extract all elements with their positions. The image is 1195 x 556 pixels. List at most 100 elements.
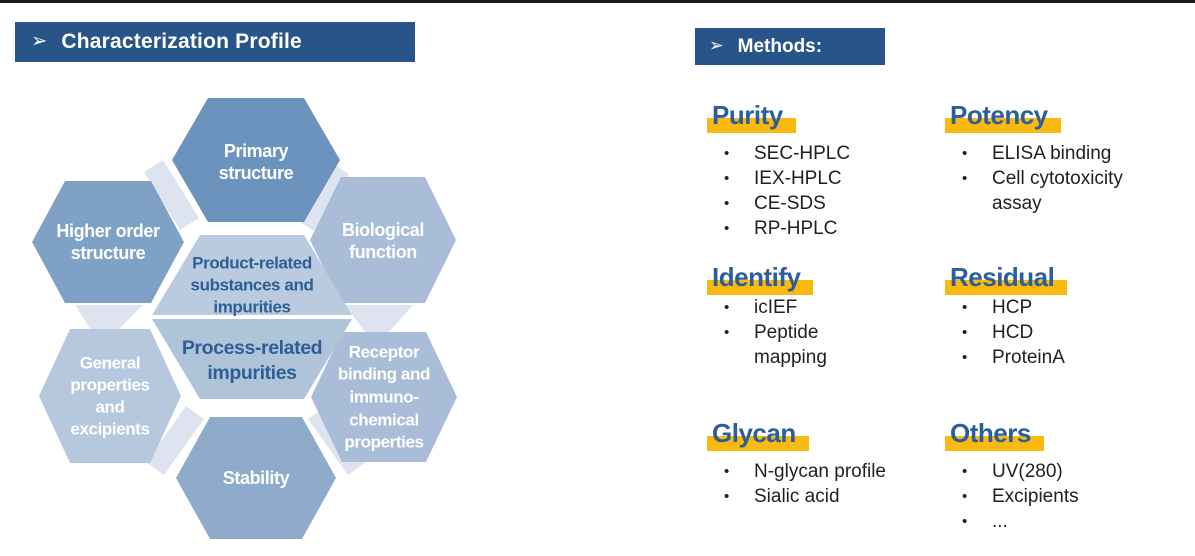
hexagon-label-line: structure (219, 163, 294, 183)
method-item: • Cell cytotoxicity assay (950, 166, 1180, 216)
right-header-title: Methods: (737, 35, 823, 57)
method-item: • N-glycan profile (712, 459, 942, 484)
background-hex-fragment (75, 305, 143, 332)
section-item-list: • HCP • HCD•ProteinA (950, 295, 1180, 370)
bullet-icon: • (962, 145, 968, 162)
methods-section-residual: Residual•HCP•HCD•ProteinA (944, 262, 1180, 370)
method-item-label: Peptide mapping (754, 322, 827, 368)
method-item-label: Excipients (992, 486, 1079, 507)
hexagon-primary-structure (172, 98, 340, 222)
section-item-list: • icIEF • Peptide mapping (712, 295, 942, 370)
methods-section-potency: Potency • ELISA binding • Cell cytotoxicity … (945, 100, 1180, 216)
hexagon-label-line: binding and (338, 365, 430, 384)
hexagon-label-line: General (80, 354, 141, 373)
method-item: • Peptide mapping (712, 320, 942, 370)
hexagon-label-line: chemical (349, 411, 419, 430)
method-item: • IEX-HPLC (712, 166, 942, 191)
section-title: Identify (706, 262, 814, 295)
methods-section-purity: Purity • SEC-HPLC • IEX-HPLC • CE-SDS • RP-HPLC (707, 100, 942, 241)
hexagon-label-line: excipients (70, 420, 149, 439)
method-item: • HCP (950, 295, 1180, 320)
methods-section-identify: Identify • icIEF • Peptide mapping (706, 262, 942, 370)
bullet-icon: • (724, 488, 730, 505)
section-title: Others (945, 418, 1044, 451)
hexagon-label-line: Higher order (56, 221, 160, 241)
method-item-label: HCD (992, 322, 1034, 343)
method-item: • Sialic acid (712, 484, 942, 509)
center-hexagon-label-line: Process-related (182, 337, 322, 359)
section-item-list: • ELISA binding • Cell cytotoxicity assay (950, 141, 1180, 216)
hexagon-biological-function (310, 177, 456, 303)
hexagon-general-properties (39, 329, 181, 463)
method-item-label: IEX-HPLC (754, 168, 842, 189)
bullet-icon: • (724, 220, 730, 237)
method-item: • CE-SDS (712, 191, 942, 216)
section-item-list: • UV(280) • Excipients•... (950, 459, 1180, 534)
bullet-icon: • (962, 299, 968, 316)
hexagon-label-line: and (95, 398, 124, 417)
bullet-icon: • (724, 170, 730, 187)
center-hexagon-bottom (152, 319, 352, 399)
section-item-list: • SEC-HPLC • IEX-HPLC • CE-SDS • RP-HPLC (712, 141, 942, 241)
hexagon-stability (176, 417, 336, 539)
hexagon-higher-order-structure (32, 181, 184, 303)
section-title: Potency (945, 100, 1061, 133)
method-item: • icIEF (712, 295, 942, 320)
bullet-icon: • (724, 463, 730, 480)
hexagon-label-line: function (349, 242, 417, 262)
section-title: Glycan (707, 418, 809, 451)
method-item-label: Cell cytotoxicity assay (992, 168, 1123, 214)
background-hex-fragment (144, 160, 199, 230)
hexagon-label-line: properties (70, 376, 149, 395)
bullet-icon: • (724, 324, 730, 341)
method-item: • ELISA binding (950, 141, 1180, 166)
bullet-icon: • (724, 145, 730, 162)
center-hexagon-label-line: impurities (213, 298, 290, 317)
bullet-icon: • (962, 324, 968, 341)
background-hex-fragment (146, 406, 204, 475)
hexagon-label-line: immuno- (350, 388, 419, 407)
center-hexagon-top (152, 235, 352, 315)
method-item-label: ELISA binding (992, 143, 1112, 164)
arrow-bullet-icon: ➢ (31, 31, 48, 52)
method-item-label: HCP (992, 297, 1033, 318)
characterization-profile-header: ➢ Characterization Profile (15, 22, 415, 62)
method-item-label: N-glycan profile (754, 461, 886, 482)
method-item-label: Sialic acid (754, 486, 840, 507)
method-item-label: SEC-HPLC (754, 143, 851, 164)
method-item-label: RP-HPLC (754, 218, 838, 239)
section-item-list: • N-glycan profile • Sialic acid (712, 459, 942, 509)
method-item-label: UV(280) (992, 461, 1063, 482)
method-item: •... (950, 509, 1180, 534)
methods-header: ➢ Methods: (695, 28, 885, 65)
background-hex-fragment (345, 305, 413, 332)
methods-section-glycan: Glycan • N-glycan profile • Sialic acid (707, 418, 942, 509)
hexagon-label-line: Receptor (349, 343, 420, 362)
hexagon-receptor-binding (311, 332, 457, 462)
hexagon-label-line: Biological (342, 220, 424, 240)
hexagon-label-line: Stability (223, 468, 290, 488)
hexagon-label-line: structure (71, 243, 146, 263)
method-item: • RP-HPLC (712, 216, 942, 241)
center-hexagon-label-line: impurities (207, 362, 297, 384)
section-title: Purity (707, 100, 796, 133)
bullet-icon: • (962, 463, 968, 480)
method-item: • HCD (950, 320, 1180, 345)
center-hexagon-label-line: substances and (191, 276, 314, 295)
method-item-label: icIEF (754, 297, 798, 318)
bullet-icon: • (962, 170, 968, 187)
hexagon-label-line: properties (344, 433, 423, 452)
bullet-icon: • (724, 299, 730, 316)
methods-section-others: Others • UV(280) • Excipients•... (945, 418, 1180, 534)
method-item-label: ... (992, 511, 1008, 532)
bullet-icon: • (962, 488, 968, 505)
center-hexagon-label-line: Product-related (192, 254, 312, 273)
left-header-title: Characterization Profile (61, 30, 302, 53)
hexagon-label-line: Primary (224, 141, 289, 161)
method-item-label: CE-SDS (754, 193, 826, 214)
bullet-icon: • (962, 349, 968, 366)
bullet-icon: • (724, 195, 730, 212)
method-item: •ProteinA (950, 345, 1180, 370)
